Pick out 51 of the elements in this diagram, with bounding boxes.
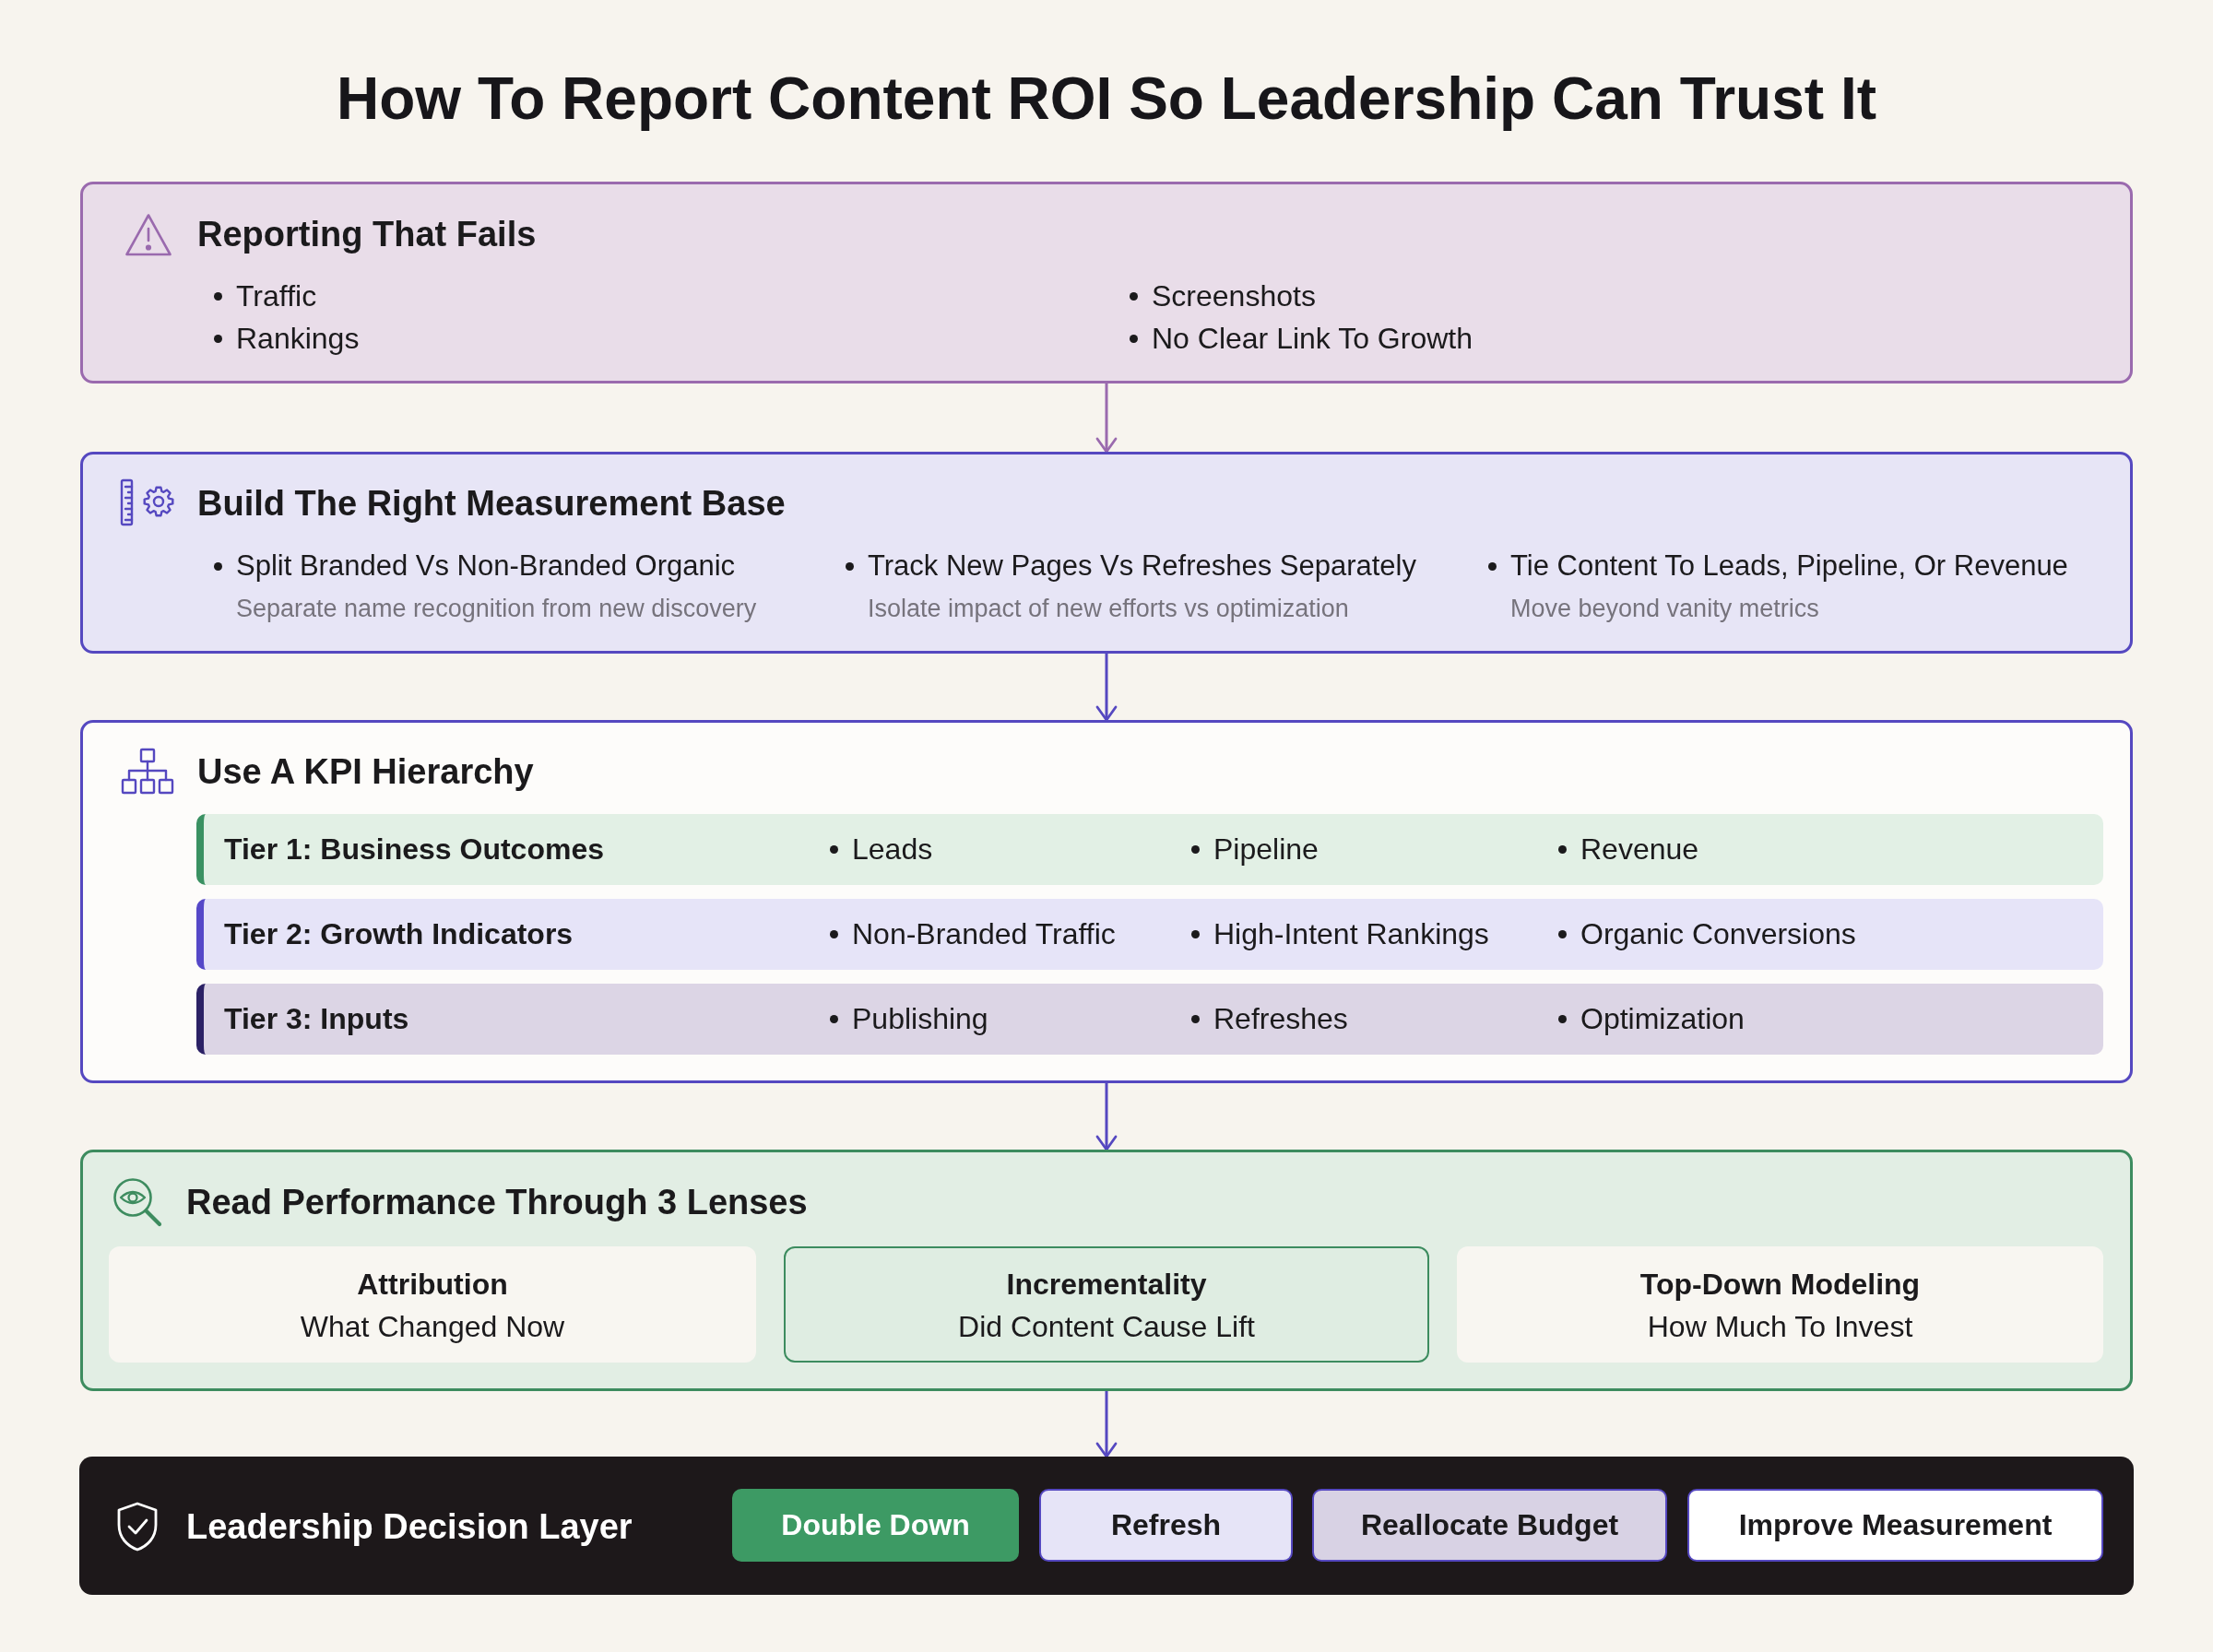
tier-label: Tier 2: Growth Indicators [224,916,574,952]
list-item: Screenshots [1152,278,1317,314]
list-item: Rankings [236,321,361,357]
decision-button: Improve Measurement [1687,1489,2103,1562]
lens-description: How Much To Invest [1646,1309,1914,1345]
lens-title: Incrementality [1005,1267,1208,1303]
section-panel [80,720,2133,1083]
section-panel [80,452,2133,654]
item-description: Isolate impact of new efforts vs optimization [868,594,1350,624]
list-item: Publishing [852,1001,989,1037]
tier-row [196,899,2103,970]
lens-title: Top-Down Modeling [1639,1267,1922,1303]
list-item: Traffic [236,278,318,314]
lens-description: What Changed Now [299,1309,566,1345]
section-panel [80,1150,2133,1391]
list-item: Refreshes [1213,1001,1349,1037]
section-heading: Leadership Decision Layer [186,1506,633,1548]
tier-row [196,814,2103,885]
lens-title: Attribution [356,1267,509,1303]
flow-arrow [1095,1391,1118,1458]
list-item: Track New Pages Vs Refreshes Separately [868,549,1417,584]
list-item: Tie Content To Leads, Pipeline, Or Revenue [1510,549,2069,584]
lens-card [784,1246,1429,1363]
decision-bar [79,1457,2134,1595]
page-title: How To Report Content ROI So Leadership Can Trust It [336,65,1877,134]
flow-arrow [1095,1083,1118,1151]
section-heading: Read Performance Through 3 Lenses [186,1182,809,1223]
list-item: Leads [852,832,934,867]
list-item: No Clear Link To Growth [1152,321,1473,357]
tier-label: Tier 3: Inputs [224,1001,410,1037]
list-item: Split Branded Vs Non-Branded Organic [236,549,737,584]
decision-button: Double Down [732,1489,1019,1562]
list-item: Non-Branded Traffic [852,916,1117,952]
lens-description: Did Content Cause Lift [957,1309,1256,1345]
list-item: Organic Conversions [1580,916,1857,952]
section-heading: Use A KPI Hierarchy [197,751,535,793]
decision-button: Refresh [1039,1489,1293,1562]
list-item: Pipeline [1213,832,1320,867]
item-description: Separate name recognition from new discovery [236,594,758,624]
list-item: Revenue [1580,832,1700,867]
decision-button: Reallocate Budget [1312,1489,1667,1562]
tier-label: Tier 1: Business Outcomes [224,832,605,867]
list-item: Optimization [1580,1001,1746,1037]
section-heading: Build The Right Measurement Base [197,483,787,525]
item-description: Move beyond vanity metrics [1510,594,1820,624]
flow-arrow [1095,654,1118,722]
tier-row [196,984,2103,1055]
section-heading: Reporting That Fails [197,214,538,255]
list-item: High-Intent Rankings [1213,916,1490,952]
flow-arrow [1095,384,1118,454]
section-panel [80,182,2133,384]
